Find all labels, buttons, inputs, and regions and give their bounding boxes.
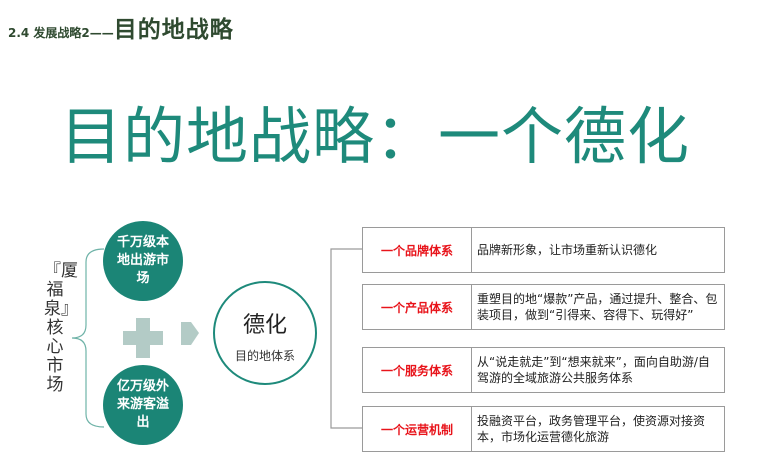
brace — [71, 248, 105, 428]
section-header: 2.4 发展战略2——目的地战略 — [8, 10, 234, 44]
row-label: 一个运营机制 — [363, 407, 472, 451]
external-tourist-circle: 亿万级外来游客溢出 — [103, 365, 183, 445]
dehua-circle: 德化 目的地体系 — [213, 281, 317, 385]
row-text: 投融资平台，政务管理平台，使资源对接资本，市场化运营德化旅游 — [477, 414, 706, 444]
local-market-circle: 千万级本地出游市场 — [103, 221, 183, 301]
plus-icon — [123, 318, 163, 358]
system-row: 一个运营机制投融资平台，政务管理平台，使资源对接资本，市场化运营德化旅游 — [362, 406, 725, 452]
row-label: 一个服务体系 — [363, 348, 472, 392]
row-label: 一个产品体系 — [363, 285, 472, 329]
row-text: 从“说走就走”到“想来就来”，面向自助游/自驾游的全域旅游公共服务体系 — [477, 355, 710, 385]
system-row: 一个服务体系从“说走就走”到“想来就来”，面向自助游/自驾游的全域旅游公共服务体… — [362, 347, 725, 393]
row-text: 品牌新形象，让市场重新认识德化 — [477, 243, 658, 257]
tree-connector — [330, 248, 362, 429]
section-number: 2.4 发展战略2—— — [8, 26, 114, 40]
row-label: 一个品牌体系 — [363, 228, 472, 272]
section-title: 目的地战略 — [113, 17, 234, 43]
center-title: 德化 — [242, 313, 287, 338]
system-row: 一个品牌体系品牌新形象，让市场重新认识德化 — [362, 227, 725, 273]
center-subtitle: 目的地体系 — [234, 349, 295, 363]
arrow-right-icon — [181, 322, 199, 345]
page-title: 目的地战略：一个德化 — [60, 100, 691, 173]
system-row: 一个产品体系重塑目的地“爆款”产品，通过提升、整合、包装项目，做到“引得来、容得… — [362, 284, 725, 330]
row-text: 重塑目的地“爆款”产品，通过提升、整合、包装项目，做到“引得来、容得下、玩得好” — [477, 292, 718, 322]
